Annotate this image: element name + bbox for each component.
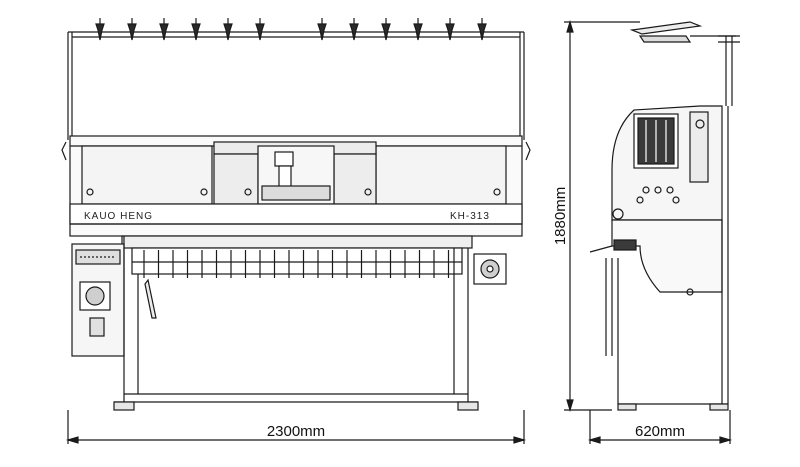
side-view: 1880mm 620mm [552, 19, 740, 444]
yarn-guide [127, 18, 137, 41]
yarn-guide [95, 18, 105, 41]
width-dimension-label: 2300mm [267, 423, 325, 440]
front-view: KAUO HENG KH-313 [61, 18, 531, 444]
yarn-guide [159, 18, 169, 41]
yarn-guide [191, 18, 201, 41]
yarn-guide [317, 18, 327, 41]
yarn-guide [413, 18, 423, 41]
yarn-guide [381, 18, 391, 41]
depth-dimension-label: 620mm [635, 423, 685, 440]
brand-label: KAUO HENG [84, 211, 153, 222]
control-panel [71, 243, 125, 357]
height-dimension-label: 1880mm [552, 187, 569, 245]
side-body [589, 106, 729, 411]
yarn-guides [95, 18, 487, 41]
yarn-guide [445, 18, 455, 41]
side-yarn-rack [629, 21, 740, 106]
width-dimension-line [65, 410, 527, 444]
needle-ticks [143, 250, 450, 278]
yarn-guide [223, 18, 233, 41]
yarn-guide [349, 18, 359, 41]
yarn-rack [67, 31, 525, 140]
yarn-guide [477, 18, 487, 41]
model-label: KH-313 [450, 211, 490, 222]
carriage-body [61, 135, 531, 237]
side-carriage [611, 105, 723, 221]
fan-unit [473, 253, 507, 285]
height-dimension-line [564, 19, 640, 413]
depth-dimension-line [587, 410, 733, 444]
yarn-guide [255, 18, 265, 41]
stand-frame [113, 236, 479, 411]
